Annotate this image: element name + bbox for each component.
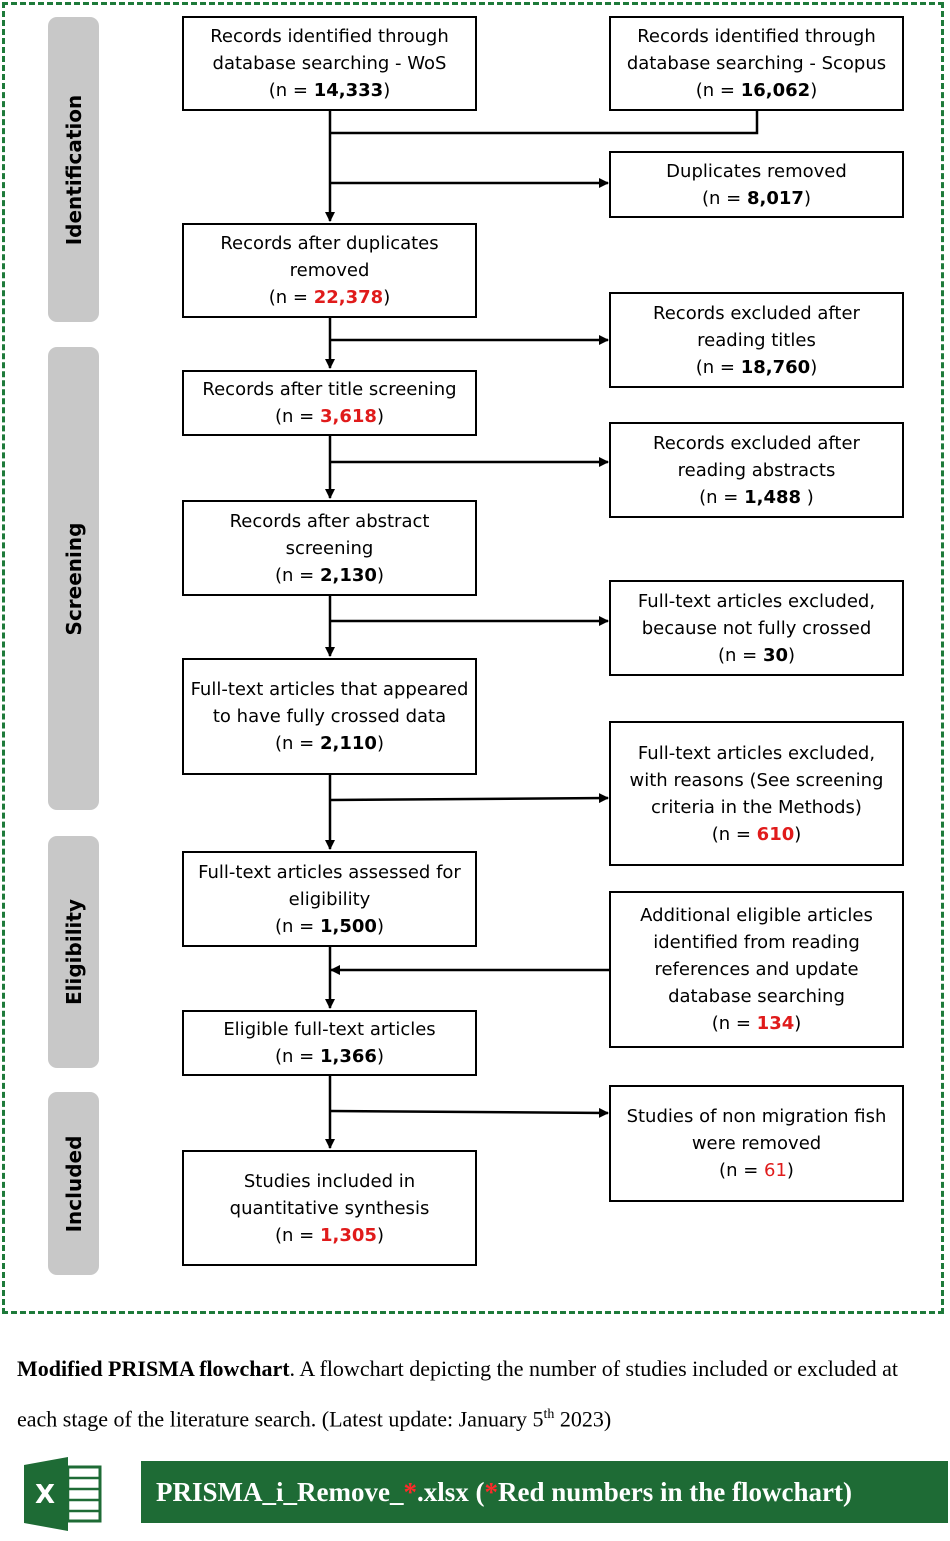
count: 61: [764, 1160, 787, 1181]
count: 14,333: [313, 80, 384, 101]
box-after-title-screening: Records after title screening (n = 3,618…: [182, 370, 477, 436]
count: 30: [762, 644, 788, 666]
count: 610: [756, 823, 795, 845]
stage-included: Included: [48, 1092, 99, 1275]
box-text: Records excluded after reading abstracts: [653, 432, 860, 481]
box-text: Studies of non migration fish were remov…: [626, 1106, 887, 1154]
excel-icon[interactable]: X: [24, 1457, 102, 1531]
box-text: Records after abstract screening: [229, 510, 430, 559]
caption-sup: th: [543, 1407, 555, 1422]
count: 1,488: [744, 486, 802, 508]
box-text: Full-text articles excluded, because not…: [637, 590, 876, 639]
count: 18,760: [740, 356, 811, 378]
box-duplicates-removed: Duplicates removed (n = 8,017): [609, 151, 904, 218]
stage-identification: Identification: [48, 17, 99, 322]
box-excluded-not-fully-crossed: Full-text articles excluded, because not…: [609, 580, 904, 676]
count: 134: [756, 1013, 795, 1034]
caption-text: . A flowchart depicting the number of st…: [17, 1356, 899, 1432]
box-text: Full-text articles assessed for eligibil…: [198, 861, 461, 910]
box-text: Full-text articles that appeared to have…: [190, 679, 469, 727]
figure-caption: Modified PRISMA flowchart. A flowchart d…: [17, 1346, 937, 1442]
box-non-migration-removed: Studies of non migration fish were remov…: [609, 1085, 904, 1202]
box-text: Duplicates removed: [666, 160, 847, 182]
count: 1,366: [320, 1046, 377, 1067]
stage-eligibility: Eligibility: [48, 836, 99, 1068]
box-excluded-abstracts: Records excluded after reading abstracts…: [609, 422, 904, 518]
box-fully-crossed: Full-text articles that appeared to have…: [182, 658, 477, 775]
box-text: Additional eligible articles identified …: [640, 905, 873, 1007]
box-text: Studies included in quantitative synthes…: [229, 1170, 430, 1219]
box-text: Full-text articles excluded, with reason…: [629, 742, 884, 818]
count: 1,305: [320, 1224, 377, 1246]
caption-title: Modified PRISMA flowchart: [17, 1356, 290, 1381]
box-eligible-full-text: Eligible full-text articles (n = 1,366): [182, 1010, 477, 1076]
box-records-scopus: Records identified through database sear…: [609, 16, 904, 111]
connector-arrows: [325, 110, 759, 1149]
count: 16,062: [740, 80, 811, 101]
box-excluded-with-reasons: Full-text articles excluded, with reason…: [609, 721, 904, 866]
box-text: Eligible full-text articles: [223, 1019, 436, 1040]
box-records-after-duplicates: Records after duplicates removed (n = 22…: [182, 223, 477, 318]
box-excluded-titles: Records excluded after reading titles (n…: [609, 292, 904, 388]
count: 1,500: [320, 915, 377, 937]
count: 3,618: [320, 406, 377, 427]
box-studies-included: Studies included in quantitative synthes…: [182, 1150, 477, 1266]
count: 2,110: [320, 733, 377, 754]
box-text: Records after title screening: [202, 379, 457, 400]
stage-screening: Screening: [48, 347, 99, 810]
box-assessed-eligibility: Full-text articles assessed for eligibil…: [182, 851, 477, 947]
box-text: Records identified through database sear…: [210, 26, 449, 74]
count: 2,130: [320, 564, 377, 586]
box-additional-eligible: Additional eligible articles identified …: [609, 891, 904, 1048]
file-link-banner[interactable]: PRISMA_i_Remove_*.xlsx (*Red numbers in …: [141, 1461, 948, 1523]
box-after-abstract-screening: Records after abstract screening (n = 2,…: [182, 500, 477, 596]
box-text: Records after duplicates removed: [220, 233, 439, 281]
count: 22,378: [313, 287, 384, 308]
count: 8,017: [747, 187, 804, 209]
flowchart-frame: [2, 2, 944, 1314]
box-text: Records excluded after reading titles: [653, 302, 860, 351]
box-records-wos: Records identified through database sear…: [182, 16, 477, 111]
caption-end: 2023): [554, 1406, 612, 1432]
svg-text:X: X: [35, 1480, 55, 1510]
box-text: Records identified through database sear…: [626, 26, 887, 74]
